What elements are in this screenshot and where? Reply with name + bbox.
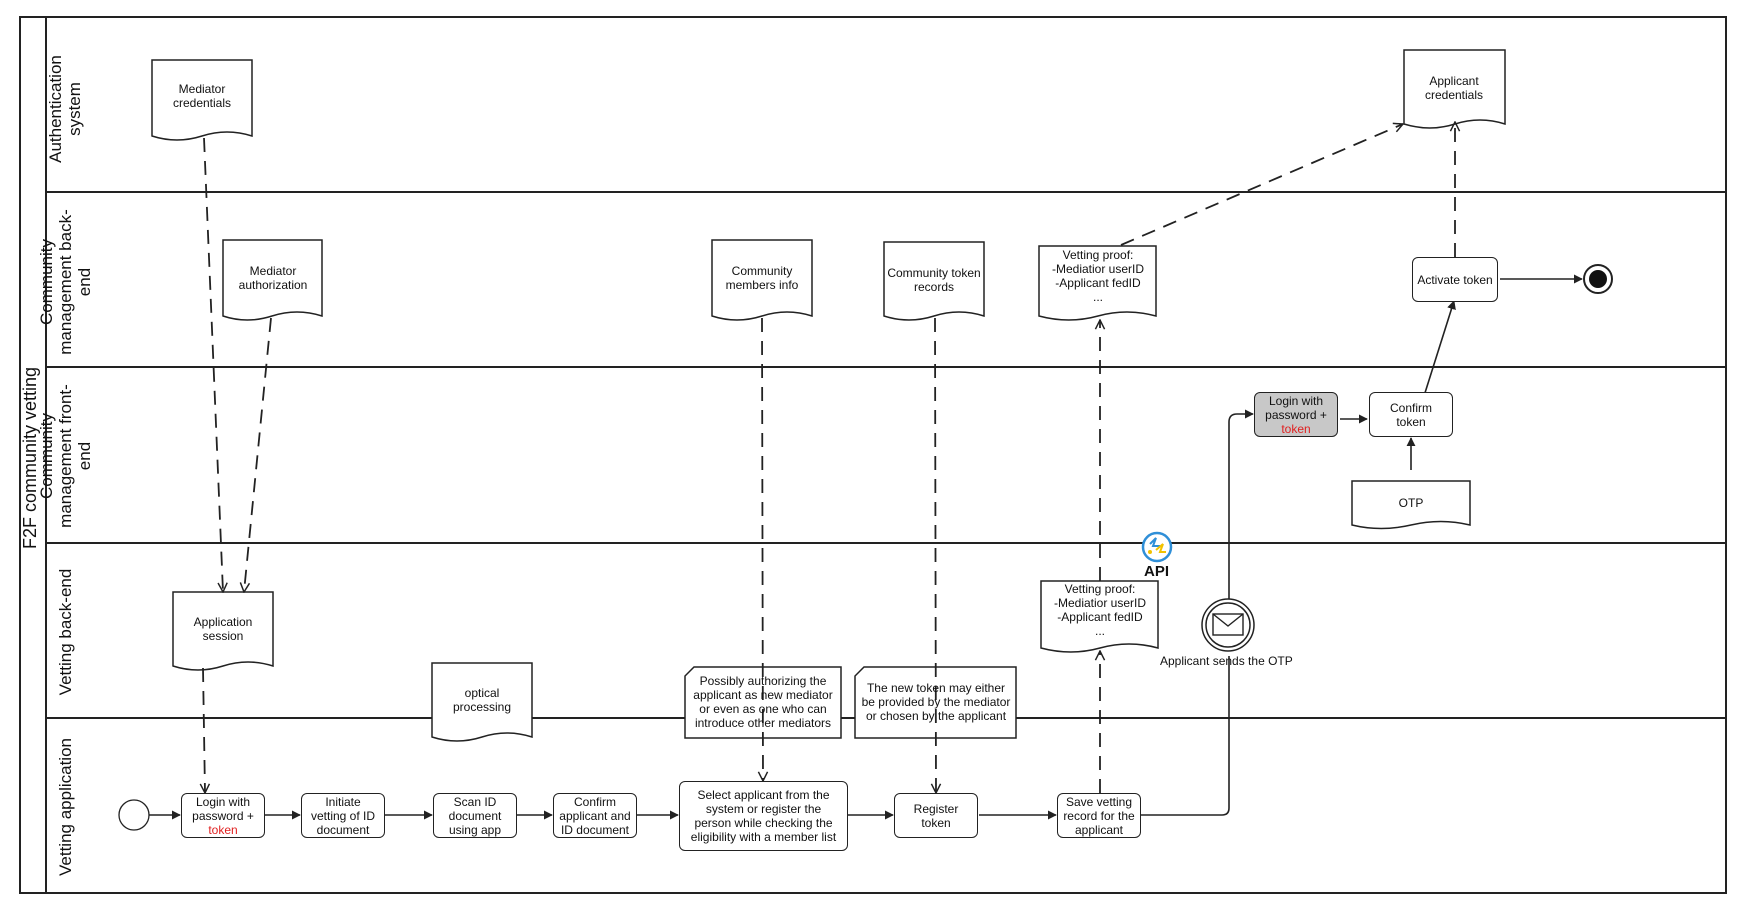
doc-community-members: [711, 239, 813, 321]
doc-vetting-proof-top-l3: -Applicant fedID: [1055, 276, 1141, 290]
task-select-applicant[interactable]: Select applicant from the system or regi…: [679, 781, 848, 851]
message-event: [1201, 598, 1255, 652]
doc-otp: [1351, 480, 1471, 530]
task-scan-id[interactable]: Scan ID document using app: [433, 793, 517, 838]
doc-mediator-credentials: [151, 59, 253, 141]
lane-title-vetting-app: Vetting application: [55, 738, 75, 876]
doc-vetting-proof-bottom-l1: Vetting proof:: [1064, 582, 1136, 596]
task-initiate-vetting[interactable]: Initiate vetting of ID document: [301, 793, 385, 838]
task-login-app[interactable]: Login with password + token: [181, 793, 265, 838]
doc-optical-processing: [431, 662, 533, 742]
task-login-frontend-line2: password +: [1265, 407, 1327, 422]
task-save-record-label: Save vetting record for the applicant: [1063, 794, 1135, 837]
task-login-app-line1: Login with: [195, 794, 251, 809]
message-event-label: Applicant sends the OTP: [1160, 654, 1293, 668]
doc-community-tokens: [883, 241, 985, 321]
task-login-app-line2: password +: [192, 808, 254, 823]
lane-title-cm-backend: Community management back-end: [36, 209, 94, 355]
doc-mediator-credentials-label: Mediator credentials: [172, 82, 232, 110]
data-associations: [203, 122, 1455, 793]
doc-vetting-proof-top: [1038, 245, 1157, 321]
doc-vetting-proof-bottom: [1040, 580, 1159, 653]
task-login-frontend-line1: Login with: [1268, 393, 1324, 408]
lane-title-authentication: Authentication system: [46, 55, 84, 163]
sequence-flows: [149, 274, 1583, 820]
doc-community-tokens-label: Community token records: [887, 266, 981, 294]
api-label: API: [1144, 563, 1170, 580]
task-select-applicant-label: Select applicant from the system or regi…: [690, 788, 837, 844]
task-confirm-token[interactable]: Confirm token: [1369, 392, 1453, 437]
task-login-frontend[interactable]: Login with password + token: [1254, 392, 1338, 437]
task-register-token[interactable]: Register token: [894, 793, 978, 838]
doc-application-session-label: Application session: [193, 615, 253, 643]
task-confirm-token-label: Confirm token: [1389, 400, 1432, 429]
pool: [19, 16, 1727, 894]
end-event-inner: [1589, 270, 1607, 288]
doc-application-session: [172, 591, 274, 671]
task-confirm-id[interactable]: Confirm applicant and ID document: [553, 793, 637, 838]
task-save-record[interactable]: Save vetting record for the applicant: [1057, 793, 1141, 838]
doc-applicant-credentials-label: Applicant credentials: [1424, 74, 1484, 102]
doc-mediator-authorization-label: Mediator authorization: [238, 264, 308, 292]
doc-mediator-authorization: [222, 239, 323, 321]
task-activate-token[interactable]: Activate token: [1412, 257, 1498, 302]
message-event-flows: [1141, 409, 1254, 816]
start-event: [118, 799, 150, 831]
task-register-token-label: Register token: [913, 801, 959, 830]
task-initiate-vetting-label: Initiate vetting of ID document: [310, 794, 376, 837]
lane-title-cm-frontend: Community management front-end: [36, 384, 94, 528]
task-login-app-token: token: [208, 822, 238, 837]
task-activate-token-label: Activate token: [1417, 272, 1493, 287]
doc-vetting-proof-top-l1: Vetting proof:: [1062, 248, 1134, 262]
annotation-shapes: [684, 666, 1017, 739]
doc-otp-label: OTP: [1398, 496, 1424, 510]
annotation-new-token: The new token may either be provided by …: [861, 681, 1011, 723]
document-shapes: [151, 49, 1506, 742]
doc-vetting-proof-bottom-l3: -Applicant fedID: [1057, 610, 1143, 624]
task-scan-id-label: Scan ID document using app: [448, 794, 502, 837]
lane-title-vetting-backend: Vetting back-end: [55, 568, 75, 696]
doc-vetting-proof-top-label: Vetting proof: -Mediatior userID -Applic…: [1040, 246, 1156, 306]
doc-vetting-proof-bottom-l2: -Mediatior userID: [1053, 596, 1147, 610]
doc-vetting-proof-bottom-label: Vetting proof: -Mediatior userID -Applic…: [1042, 580, 1158, 640]
api-icon: [1141, 531, 1173, 563]
doc-optical-processing-label: optical processing: [452, 686, 512, 714]
task-login-frontend-token: token: [1281, 421, 1311, 436]
annotation-authorizing: Possibly authorizing the applicant as ne…: [693, 674, 833, 730]
doc-vetting-proof-top-l2: -Mediatior userID: [1051, 262, 1145, 276]
doc-vetting-proof-top-l4: ...: [1092, 290, 1103, 304]
task-confirm-id-label: Confirm applicant and ID document: [559, 794, 631, 837]
doc-community-members-label: Community members info: [725, 264, 799, 292]
doc-vetting-proof-bottom-l4: ...: [1094, 624, 1105, 638]
